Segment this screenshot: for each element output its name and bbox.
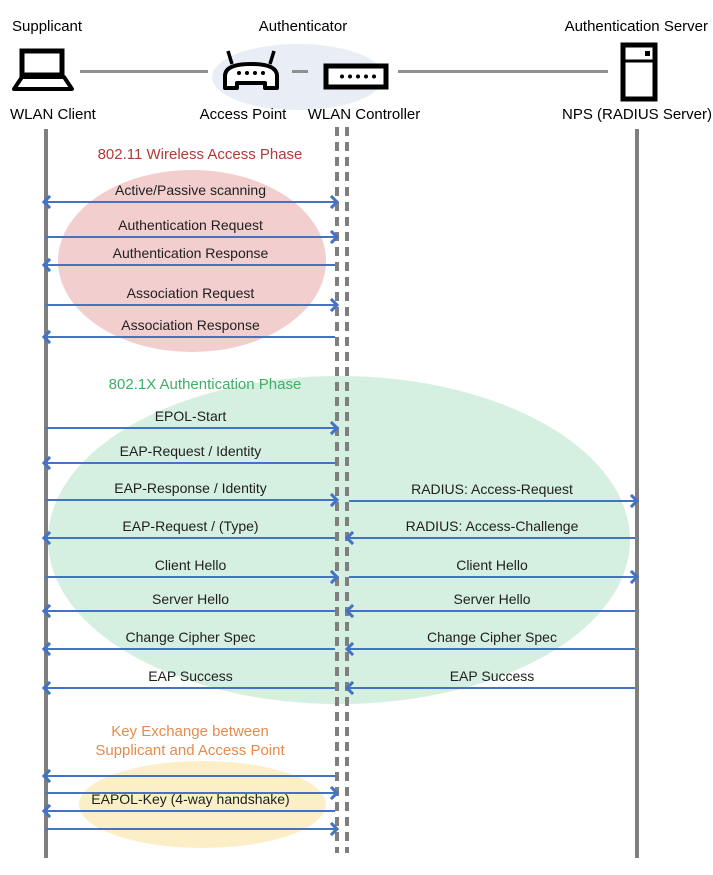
connector-client-to-ap bbox=[80, 70, 208, 73]
arrow-line bbox=[46, 264, 335, 266]
arrow-line bbox=[349, 687, 635, 689]
arrow-line bbox=[46, 537, 335, 539]
lifeline-authenticator-dashed-a bbox=[335, 127, 339, 853]
message-label: EAP Success bbox=[449, 668, 535, 684]
arrow-line bbox=[46, 792, 335, 794]
message-label: Server Hello bbox=[151, 591, 230, 607]
message-label: EPOL-Start bbox=[154, 408, 227, 424]
message-label: Change Cipher Spec bbox=[427, 629, 557, 645]
message-label: EAP-Request / (Type) bbox=[122, 518, 259, 534]
server-icon bbox=[620, 42, 658, 102]
role-authenticator: Authenticator bbox=[258, 18, 348, 35]
arrow-line bbox=[349, 537, 635, 539]
ellipse-8021x-phase bbox=[48, 376, 630, 704]
message-label: EAP Success bbox=[148, 668, 233, 684]
message-label: Client Hello bbox=[456, 557, 528, 573]
device-wlan-client: WLAN Client bbox=[10, 106, 96, 123]
phase-title-8021x: 802.1X Authentication Phase bbox=[108, 376, 302, 393]
message-label: Authentication Request bbox=[118, 217, 263, 233]
message-label: Association Response bbox=[121, 317, 260, 333]
connector-ap-to-controller bbox=[292, 70, 308, 73]
role-authentication-server: Authentication Server bbox=[564, 18, 708, 35]
phase-title-key-exchange-line2: Supplicant and Access Point bbox=[95, 742, 285, 759]
device-access-point: Access Point bbox=[199, 106, 287, 123]
message-label: Authentication Response bbox=[112, 245, 269, 261]
message-label: EAP-Request / Identity bbox=[119, 443, 262, 459]
message-label: RADIUS: Access-Request bbox=[411, 481, 573, 497]
arrow-line bbox=[46, 648, 335, 650]
connector-controller-to-server bbox=[398, 70, 608, 73]
message-label: Server Hello bbox=[453, 591, 531, 607]
lifeline-authentication-server bbox=[635, 129, 639, 858]
device-wlan-controller: WLAN Controller bbox=[307, 106, 421, 123]
controller-switch-icon bbox=[323, 63, 389, 90]
phase-title-80211: 802.11 Wireless Access Phase bbox=[97, 146, 303, 163]
arrow-line bbox=[46, 687, 335, 689]
arrow-line bbox=[46, 610, 335, 612]
arrow-line bbox=[46, 201, 335, 203]
message-label: EAPOL-Key (4-way handshake) bbox=[91, 791, 290, 807]
lifeline-supplicant bbox=[44, 129, 48, 858]
arrow-line bbox=[46, 427, 335, 429]
arrow-line bbox=[46, 499, 335, 501]
lifeline-authenticator-dashed-b bbox=[345, 127, 349, 853]
arrow-line bbox=[46, 775, 335, 777]
role-supplicant: Supplicant bbox=[12, 18, 83, 35]
arrow-line bbox=[46, 462, 335, 464]
arrow-line bbox=[46, 236, 335, 238]
message-label: Client Hello bbox=[154, 557, 227, 573]
arrow-line bbox=[46, 304, 335, 306]
arrow-line bbox=[349, 576, 635, 578]
laptop-icon bbox=[12, 48, 74, 94]
arrow-line bbox=[46, 336, 335, 338]
arrow-line bbox=[349, 500, 635, 502]
message-label: Association Request bbox=[126, 285, 255, 301]
arrow-line bbox=[349, 610, 635, 612]
arrow-line bbox=[46, 828, 335, 830]
message-label: Active/Passive scanning bbox=[115, 182, 266, 198]
ellipse-80211-phase bbox=[58, 170, 326, 352]
message-label: RADIUS: Access-Challenge bbox=[405, 518, 579, 534]
message-label: EAP-Response / Identity bbox=[114, 480, 267, 496]
phase-title-key-exchange: Key Exchange between Supplicant and Acce… bbox=[45, 722, 335, 760]
wireless-router-icon bbox=[221, 49, 281, 93]
arrow-line bbox=[46, 810, 335, 812]
device-nps-radius: NPS (RADIUS Server) bbox=[561, 106, 713, 123]
arrow-line bbox=[46, 576, 335, 578]
arrow-line bbox=[349, 648, 635, 650]
phase-title-key-exchange-line1: Key Exchange between bbox=[111, 723, 269, 740]
message-label: Change Cipher Spec bbox=[125, 629, 256, 645]
